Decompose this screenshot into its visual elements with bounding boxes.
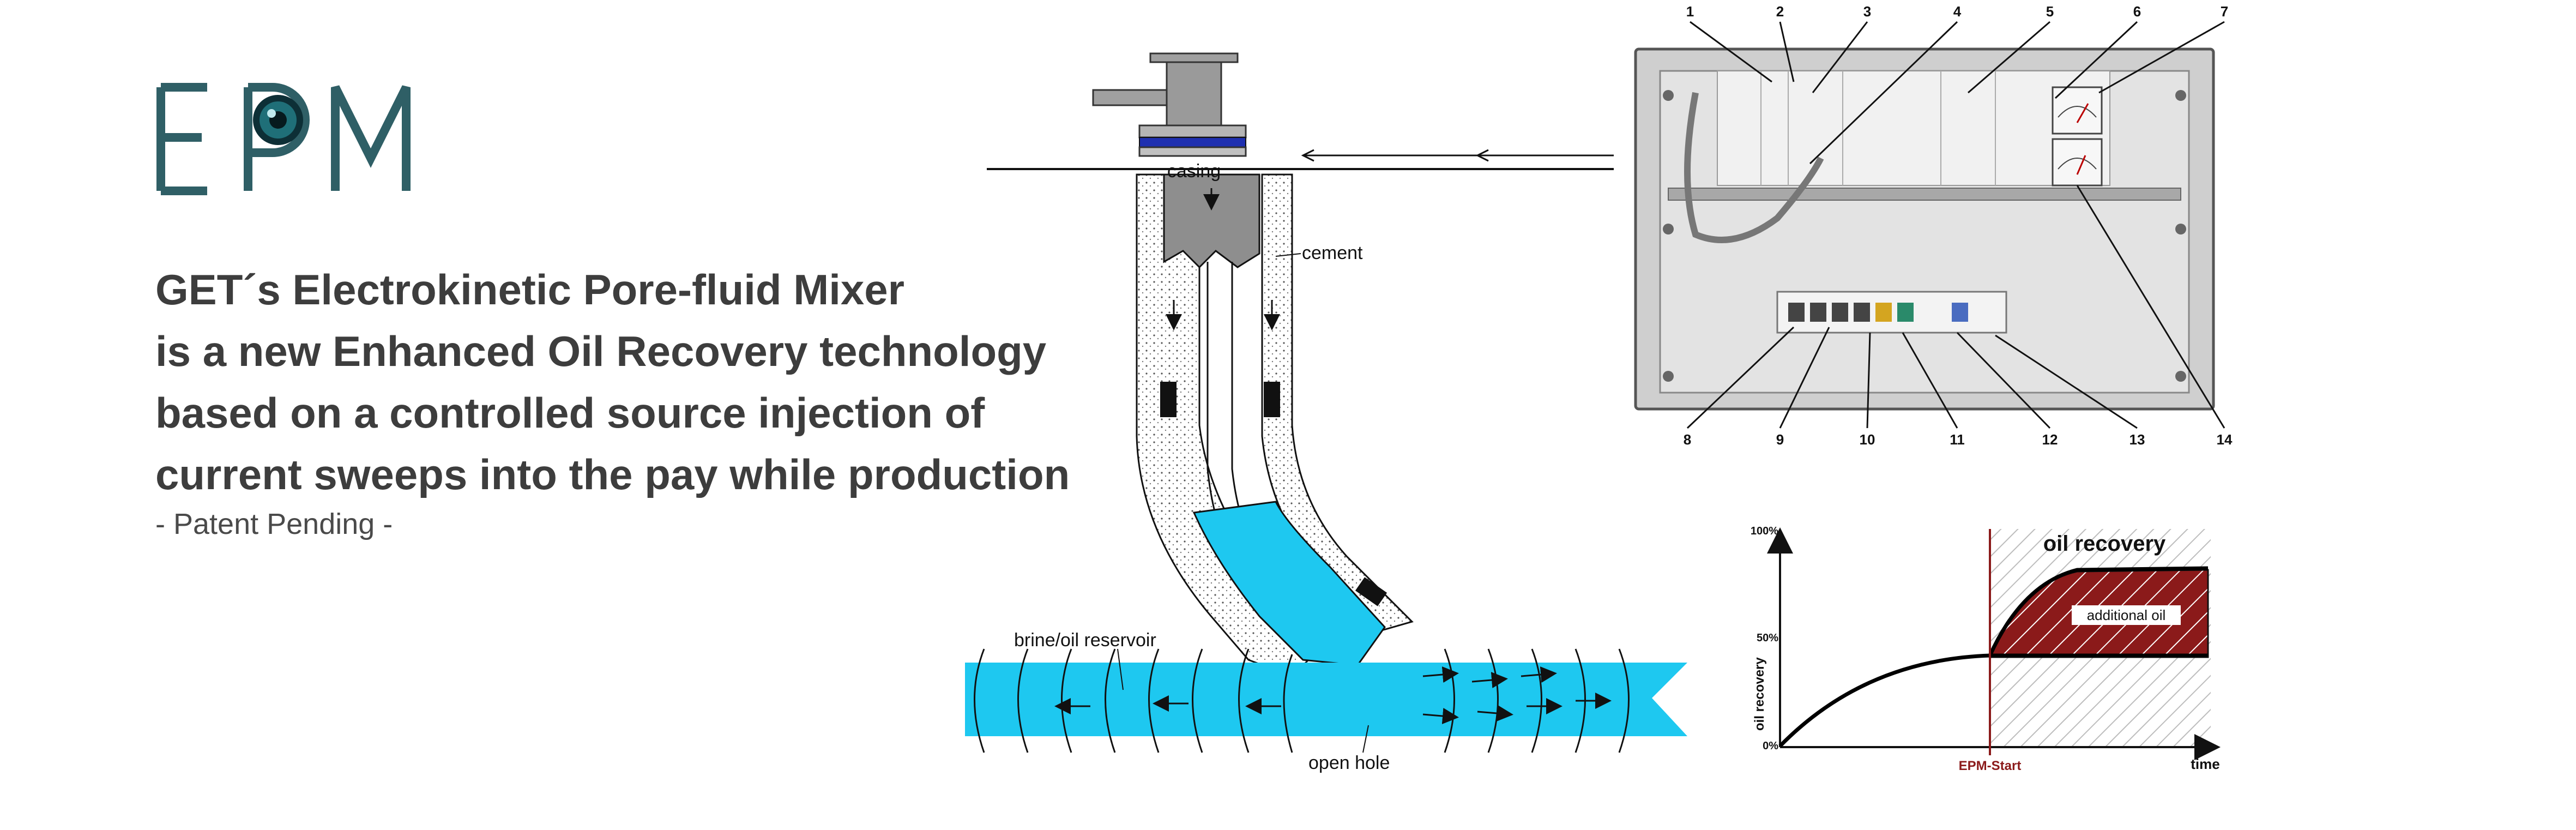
epm-start-label: EPM-Start [1959, 759, 2022, 773]
headline-line-4: current sweeps into the pay while produc… [155, 450, 1070, 498]
headline-line-3: based on a controlled source injection o… [155, 389, 985, 437]
callout-2: 2 [1776, 3, 1784, 20]
additional-oil-label: additional oil [2087, 607, 2166, 623]
y-tick-100: 100% [1751, 525, 1778, 537]
callout-1: 1 [1686, 3, 1694, 20]
patent-note: - Patent Pending - [155, 508, 393, 540]
callout-5: 5 [2046, 3, 2054, 20]
module-rack [1717, 70, 2110, 186]
y-tick-50: 50% [1757, 632, 1778, 644]
callout-7: 7 [2221, 3, 2228, 20]
baseline-curve [1778, 653, 2208, 748]
headline: GET´s Electrokinetic Pore-fluid Mixer is… [155, 259, 1137, 506]
epm-logo [155, 76, 439, 207]
callout-4: 4 [1953, 3, 1962, 20]
y-tick-0: 0% [1763, 740, 1778, 752]
cement-label: cement [1302, 243, 1363, 263]
callout-12: 12 [2042, 431, 2058, 448]
wellhead [1092, 52, 1247, 157]
headline-line-1: GET´s Electrokinetic Pore-fluid Mixer [155, 266, 904, 314]
epm-logo-graphic [156, 83, 411, 195]
control-panel-photo: 1 2 3 4 5 6 7 8 9 10 11 12 13 14 [1614, 0, 2246, 458]
callout-9: 9 [1776, 431, 1784, 448]
casing-label: casing [1167, 161, 1221, 182]
callout-10: 10 [1860, 431, 1875, 448]
reservoir-label: brine/oil reservoir [1014, 630, 1156, 651]
well-fluid [1192, 501, 1386, 666]
headline-line-2: is a new Enhanced Oil Recovery technolog… [155, 327, 1047, 375]
callout-14: 14 [2217, 431, 2233, 448]
x-axis-label: time [2191, 756, 2219, 772]
callout-8: 8 [1684, 431, 1691, 448]
casing [1163, 173, 1260, 269]
well-diagram: casing cement [965, 52, 1687, 773]
open-hole-label: open hole [1308, 753, 1390, 773]
oil-recovery-chart: 100% 50% 0% oil recovery time EPM-Start … [1751, 525, 2221, 773]
meter-icon [2052, 138, 2103, 187]
callout-3: 3 [1863, 3, 1871, 20]
chart-title: oil recovery [2043, 532, 2166, 556]
enhanced-curve [1988, 566, 2209, 657]
callout-11: 11 [1950, 431, 1965, 448]
callout-6: 6 [2133, 3, 2141, 20]
y-axis-label: oil recovery [1752, 657, 1767, 731]
callout-13: 13 [2129, 431, 2145, 448]
reservoir [965, 663, 1687, 736]
meter-icon [2052, 86, 2103, 135]
